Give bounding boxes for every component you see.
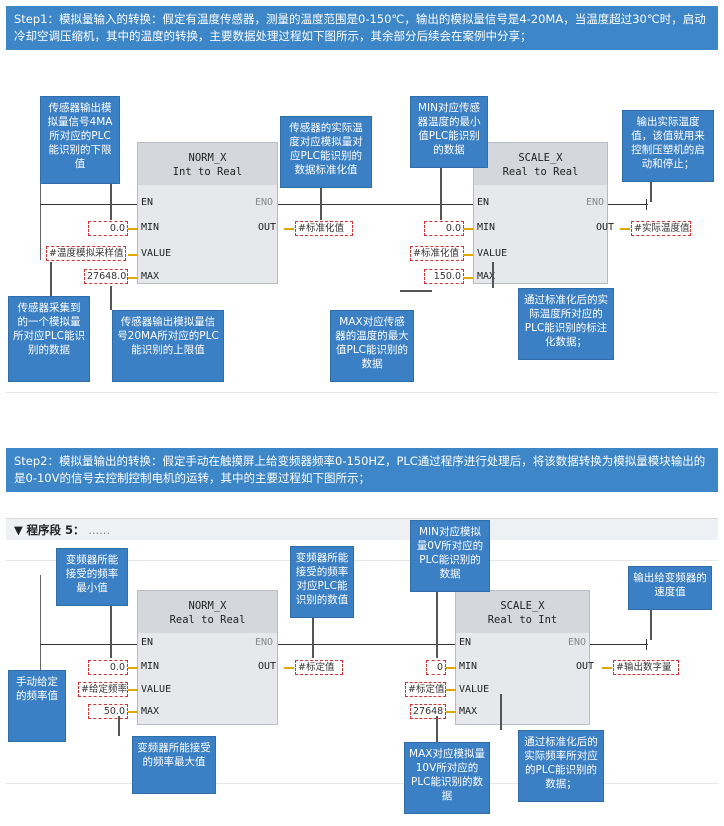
scale2-out-operand[interactable]: #输出数字量 xyxy=(613,660,679,675)
collapse-triangle-icon[interactable]: ▼ xyxy=(14,523,23,537)
scale-value-pin: VALUE xyxy=(477,248,508,259)
norm-eno-pin: ENO xyxy=(255,197,274,208)
norm-x-name: NORM_X xyxy=(188,152,227,164)
callout-scale-out: 输出实际温度值，该值就用来控制压塑机的启动和停止； xyxy=(622,110,714,182)
norm-max-operand[interactable]: 27648.0 xyxy=(84,269,128,284)
scale-x2-name: SCALE_X xyxy=(500,600,545,612)
norm2-min-pin: MIN xyxy=(141,661,160,672)
callout2-norm-out: 变频器所能接受的频率对应PLC能识别的数值 xyxy=(290,546,354,618)
scale-max-operand[interactable]: 150.0 xyxy=(424,269,464,284)
scale-en-pin: EN xyxy=(477,197,490,208)
norm-x2-types: Real to Real xyxy=(169,614,246,626)
norm-x2-name: NORM_X xyxy=(188,600,227,612)
callout2-scale-max: MAX对应模拟量10V所对应的PLC能识别的数据 xyxy=(404,742,490,814)
scale-value-operand[interactable]: #标准化值 xyxy=(410,246,464,261)
norm-x-block-2: NORM_X Real to Real xyxy=(137,590,278,725)
scale-out-operand[interactable]: #实际温度值 xyxy=(631,221,691,236)
scale-x-block-2: SCALE_X Real to Int xyxy=(455,590,590,725)
norm-out-pin: OUT xyxy=(258,222,277,233)
callout2-scale-value: 通过标准化后的实际频率所对应的PLC能识别的数据； xyxy=(518,730,604,802)
power-rail-2 xyxy=(40,575,41,705)
scale2-eno-pin: ENO xyxy=(568,637,587,648)
scale-max-pin: MAX xyxy=(477,271,496,282)
scale2-max-operand[interactable]: 27648 xyxy=(410,704,446,719)
norm2-value-operand[interactable]: #给定频率 xyxy=(78,682,128,697)
callout-norm-out: 传感器的实际温度对应模拟量对应PLC能识别的数据标准化值 xyxy=(280,116,372,188)
rung-line-2b xyxy=(278,644,455,645)
scale2-out-pin: OUT xyxy=(576,661,595,672)
callout-scale-max: MAX对应传感器的温度的最大值PLC能识别的数据 xyxy=(330,310,414,382)
scale-min-pin: MIN xyxy=(477,222,496,233)
norm2-en-pin: EN xyxy=(141,637,154,648)
callout2-scale-min: MIN对应模拟量0V所对应的PLC能识别的数据 xyxy=(410,520,490,592)
segment-comment: ...... xyxy=(88,523,111,537)
scale-x-name: SCALE_X xyxy=(518,152,563,164)
scale-min-operand[interactable]: 0.0 xyxy=(424,221,464,236)
callout-scale-min: MIN对应传感器温度的最小值PLC能识别的数据 xyxy=(410,96,488,168)
norm2-out-pin: OUT xyxy=(258,661,277,672)
norm-x-block-1: NORM_X Int to Real xyxy=(137,142,278,284)
rung-line-2 xyxy=(40,644,137,645)
step2-title: Step2：模拟量输出的转换：假定手动在触摸屏上给变频器频率0-150HZ，PL… xyxy=(14,454,706,485)
callout-norm-min: 传感器输出模拟量信号4MA所对应的PLC能识别的下限值 xyxy=(40,96,120,184)
norm2-max-operand[interactable]: 50.0 xyxy=(88,704,128,719)
norm2-out-operand[interactable]: #标定值 xyxy=(295,660,343,675)
scale-x-block-1: SCALE_X Real to Real xyxy=(473,142,608,284)
norm-value-operand[interactable]: #温度模拟采样值 xyxy=(46,246,126,261)
norm-x-types: Int to Real xyxy=(172,166,243,178)
norm2-value-pin: VALUE xyxy=(141,684,172,695)
callout2-norm-value: 手动给定的频率值 xyxy=(8,670,66,742)
scale2-min-operand[interactable]: 0 xyxy=(426,660,446,675)
callout2-norm-max: 变频器所能接受的频率最大值 xyxy=(132,736,216,794)
norm-max-pin: MAX xyxy=(141,271,160,282)
norm2-eno-pin: ENO xyxy=(255,637,274,648)
callout2-norm-min: 变频器所能接受的频率最小值 xyxy=(56,548,128,606)
scale2-value-pin: VALUE xyxy=(459,684,490,695)
rung-line-1 xyxy=(40,204,137,205)
norm-out-operand[interactable]: #标准化值 xyxy=(295,221,353,236)
norm-min-operand[interactable]: 0.0 xyxy=(88,221,128,236)
segment-label: 程序段 5： xyxy=(26,523,85,537)
norm2-min-operand[interactable]: 0.0 xyxy=(88,660,128,675)
rung-line-2c xyxy=(590,644,648,645)
scale-x-types: Real to Real xyxy=(502,166,579,178)
norm-min-pin: MIN xyxy=(141,222,160,233)
scale2-max-pin: MAX xyxy=(459,706,478,717)
rung-line-1b xyxy=(278,204,473,205)
step1-banner: Step1：模拟量输入的转换：假定有温度传感器，测量的温度范围是0-150℃，输… xyxy=(6,6,718,50)
callout-scale-value: 通过标准化后的实际温度所对应的PLC能识别的标注化数据； xyxy=(518,288,614,360)
callout2-scale-out: 输出给变频器的速度值 xyxy=(628,566,712,610)
scale2-value-operand[interactable]: #标定值 xyxy=(405,682,446,697)
norm2-max-pin: MAX xyxy=(141,706,160,717)
step1-title: Step1：模拟量输入的转换：假定有温度传感器，测量的温度范围是0-150℃，输… xyxy=(14,12,706,43)
callout-norm-max: 传感器输出模拟量信号20MA所对应的PLC能识别的上限值 xyxy=(112,310,224,382)
norm-value-pin: VALUE xyxy=(141,248,172,259)
scale-out-pin: OUT xyxy=(596,222,615,233)
callout-norm-value: 传感器采集到的一个模拟量所对应PLC能识别的数据 xyxy=(8,296,90,382)
step2-banner: Step2：模拟量输出的转换：假定手动在触摸屏上给变频器频率0-150HZ，PL… xyxy=(6,448,718,492)
rung-line-1c xyxy=(608,204,648,205)
scale2-min-pin: MIN xyxy=(459,661,478,672)
norm-en-pin: EN xyxy=(141,197,154,208)
scale-eno-pin: ENO xyxy=(586,197,605,208)
segment-header[interactable]: ▼ 程序段 5： ...... xyxy=(6,518,718,540)
scale-x2-types: Real to Int xyxy=(487,614,558,626)
scale2-en-pin: EN xyxy=(459,637,472,648)
power-rail-1 xyxy=(40,150,41,260)
